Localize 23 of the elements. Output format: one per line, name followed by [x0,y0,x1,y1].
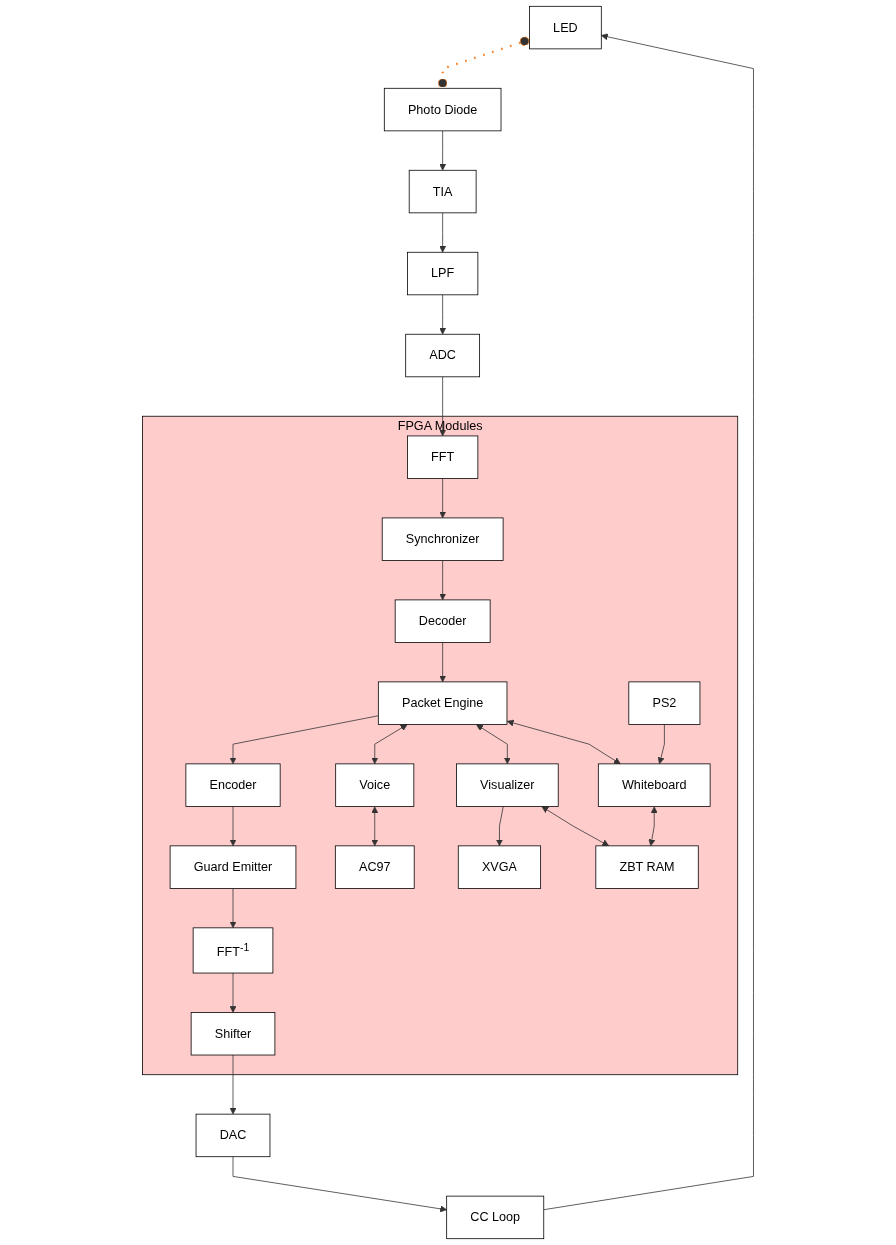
node-box: AC97 [334,845,415,889]
node-box: Synchronizer [381,517,504,561]
node-box: CC Loop [446,1195,545,1240]
connector [437,36,530,89]
node-box: LED [529,5,602,50]
node-box: ZBT RAM [595,845,699,889]
node-box: PS2 [628,681,701,725]
node-box: DAC [195,1113,271,1158]
node-box: Photo Diode [383,87,502,132]
node-box: ADC [405,333,480,378]
node-box: Whiteboard [597,763,711,807]
node-box: Visualizer [456,763,559,807]
node-box: FFT$^{-1}$ [192,927,274,974]
node-box: Shifter [190,1012,276,1056]
node-box: Decoder [394,599,491,643]
node-box: Voice [335,763,415,807]
node-box: Packet Engine [377,681,508,725]
node-box: XVGA [457,845,542,889]
node-box: LPF [407,251,479,296]
node-box: Encoder [185,763,281,807]
node-box: TIA [408,169,477,214]
node-box: FFT [407,435,479,479]
node-box: Guard Emitter [169,845,297,889]
